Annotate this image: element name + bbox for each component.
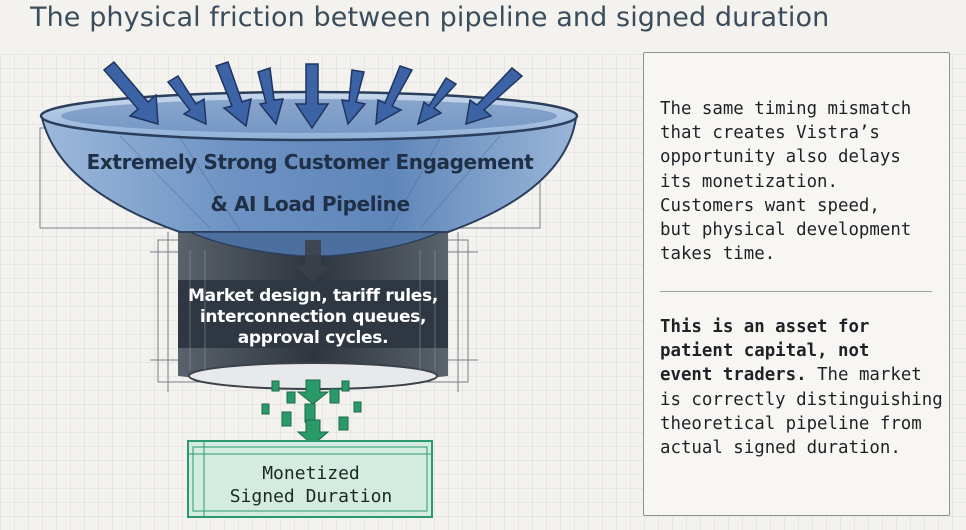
panel-divider [660, 291, 932, 292]
commentary-rest: The market is correctly distinguishing t… [660, 365, 943, 459]
down-arrow-icon [295, 240, 331, 282]
arrow-icon [416, 76, 458, 126]
output-flow [261, 379, 362, 446]
down-arrow-icon [296, 419, 330, 446]
arrow-icon [341, 69, 367, 126]
arrow-icon [294, 63, 330, 130]
page-title: The physical friction between pipeline a… [30, 2, 830, 33]
down-arrow-icon [296, 379, 330, 405]
commentary-paragraph-2: This is an asset for patient capital, no… [660, 315, 950, 460]
commentary-panel: The same timing mismatch that creates Vi… [643, 52, 950, 516]
arrow-icon [257, 66, 285, 126]
arrow-icon [465, 66, 524, 126]
commentary-emphasis: This is an asset for patient capital, no… [660, 317, 870, 386]
arrow-icon [166, 74, 207, 126]
output-label: Monetized Signed Duration [229, 463, 393, 507]
arrow-icon [102, 60, 159, 126]
arrow-icon [215, 61, 252, 128]
funnel-label-line1: Extremely Strong Customer Engagement [86, 150, 534, 174]
bottleneck-label: Market design, tariff rules, interconnec… [187, 286, 439, 348]
arrow-icon [375, 65, 414, 126]
commentary-paragraph-1: The same timing mismatch that creates Vi… [660, 99, 912, 265]
funnel-label-line2: & AI Load Pipeline [210, 192, 410, 216]
output-box [187, 440, 433, 518]
inflow-arrows [102, 60, 524, 130]
bottleneck-block [178, 232, 448, 390]
